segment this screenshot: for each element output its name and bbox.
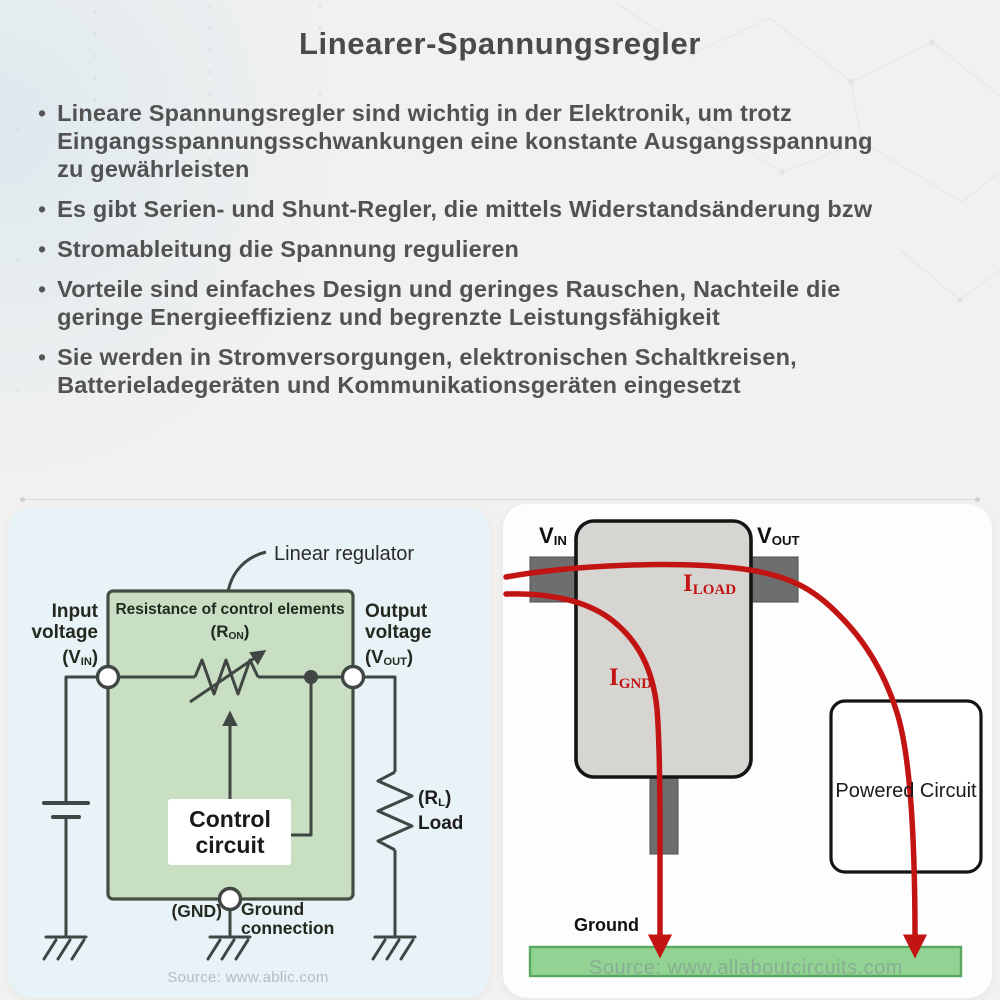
vout-label: VOUT [757, 523, 800, 549]
regulator-package [574, 519, 753, 779]
vin-label: VIN [539, 523, 567, 549]
feedback-wire [291, 677, 313, 837]
circuit-diagram-svg [42, 550, 417, 961]
control-circuit-label: Control circuit [189, 806, 271, 858]
resistance-title: Resistance of control elements [115, 601, 345, 618]
bullet-list: • Lineare Spannungsregler sind wichtig i… [38, 99, 968, 411]
load-label: Load [418, 813, 464, 834]
current-flow-panel: Source: www.allaboutcircuits.com VIN VOU… [503, 504, 992, 998]
bullet-item: • Vorteile sind einfaches Design und ger… [38, 275, 968, 331]
bullet-item: • Stromableitung die Spannung regulieren [38, 235, 968, 263]
bullet-text: Vorteile sind einfaches Design und gerin… [57, 276, 841, 330]
ground-icon [371, 935, 417, 961]
bullet-text: Sie werden in Stromversorgungen, elektro… [57, 344, 797, 398]
iload-label: ILOAD [683, 570, 737, 598]
gnd-branch [206, 899, 252, 961]
ground-pin [649, 776, 679, 855]
variable-resistor-arrow [189, 649, 267, 704]
bullet-text: Stromableitung die Spannung regulieren [57, 236, 520, 262]
rl-label: (RL) [418, 788, 452, 810]
series-rail [108, 649, 353, 704]
ron-label: (RON) [210, 622, 250, 642]
output-terminal [340, 664, 366, 690]
ground-label: Ground [574, 915, 639, 935]
input-branch [42, 675, 108, 961]
powered-circuit-box [829, 699, 983, 874]
left-source-credit: Source: www.ablic.com [167, 969, 329, 986]
output-voltage-label: Output voltage [365, 601, 432, 644]
output-branch [353, 675, 417, 961]
vout-label: (VOUT) [365, 646, 414, 668]
powered-circuit-label: Powered Circuit [835, 780, 977, 802]
iload-current-arrow [503, 561, 928, 959]
ground-bar [528, 945, 963, 978]
current-flow-svg: Source: www.allaboutcircuits.com [503, 519, 983, 979]
ground-icon [206, 935, 252, 961]
junction-dot [304, 670, 318, 684]
battery-icon [42, 801, 90, 819]
ignd-label: IGND [609, 664, 653, 692]
right-source-watermark: Source: www.allaboutcircuits.com [589, 957, 903, 979]
vin-label: (VIN) [62, 646, 98, 668]
control-circuit-box [168, 799, 291, 865]
page-title: Linearer-Spannungsregler [299, 26, 701, 61]
bullet-marker: • [38, 100, 47, 126]
gnd-label: (GND) [171, 901, 222, 921]
linear-regulator-label: Linear regulator [274, 543, 415, 565]
section-divider [20, 496, 980, 502]
bullet-text: Es gibt Serien- und Shunt-Regler, die mi… [57, 196, 873, 222]
load-resistor-icon [376, 770, 414, 852]
bullet-marker: • [38, 196, 47, 222]
ignd-current-arrow [503, 591, 673, 959]
ground-connection-label: Ground connection [241, 899, 335, 938]
bullet-marker: • [38, 344, 47, 370]
bullet-marker: • [38, 276, 47, 302]
bullet-text: Lineare Spannungsregler sind wichtig in … [57, 100, 873, 182]
pointer-curve [226, 550, 267, 593]
bullet-item: • Sie werden in Stromversorgungen, elekt… [38, 343, 968, 399]
ground-icon [42, 935, 88, 961]
bullet-item: • Lineare Spannungsregler sind wichtig i… [38, 99, 968, 183]
input-terminal [95, 664, 121, 690]
bullet-item: • Es gibt Serien- und Shunt-Regler, die … [38, 195, 968, 223]
bullet-marker: • [38, 236, 47, 262]
gnd-terminal [217, 886, 243, 912]
circuit-diagram-panel: Linear regulator Input voltage (VIN) Res… [8, 507, 490, 998]
input-voltage-label: Input voltage [31, 601, 98, 644]
